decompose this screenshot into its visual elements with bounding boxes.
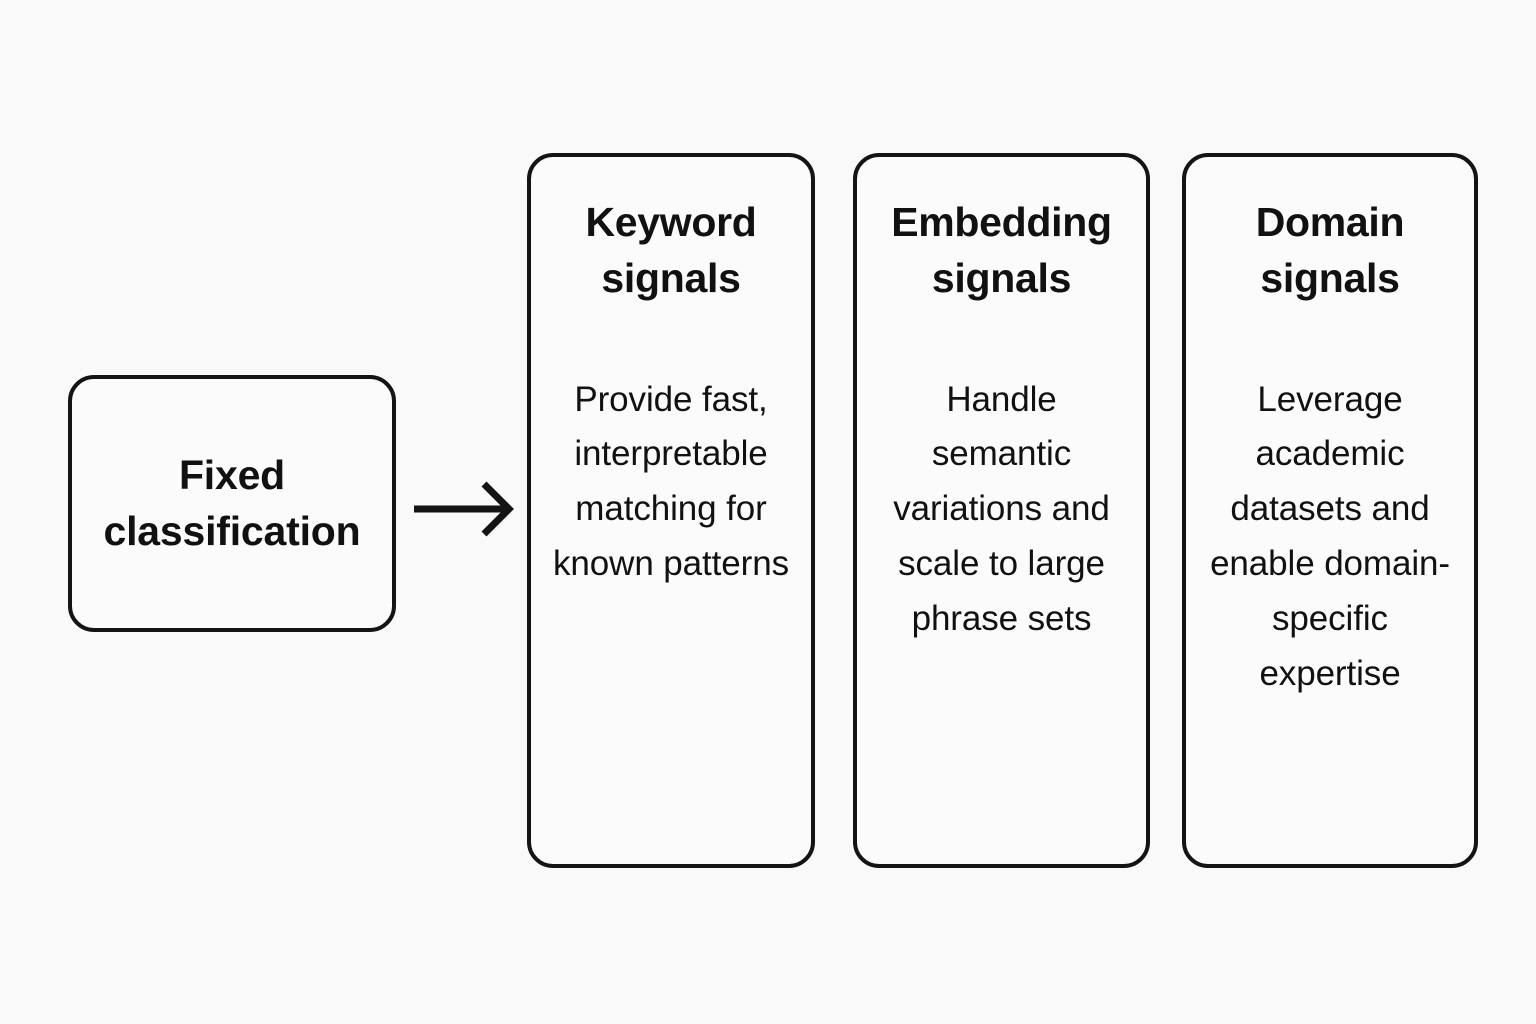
card-body-embedding-signals: Handle semantic variations and scale to …	[893, 379, 1110, 639]
card-domain-signals[interactable]: Domain signals Leverage academic dataset…	[1182, 153, 1478, 868]
card-title-embedding-signals: Embedding signals	[891, 199, 1112, 301]
card-body-keyword-signals: Provide fast, interpretable matching for…	[553, 379, 789, 584]
source-node-fixed-classification[interactable]: Fixed classification	[68, 375, 396, 632]
source-node-title: Fixed classification	[103, 452, 361, 554]
arrow-right-icon	[408, 478, 520, 540]
card-title-keyword-signals: Keyword signals	[585, 199, 757, 301]
card-body-domain-signals: Leverage academic datasets and enable do…	[1210, 379, 1450, 694]
card-embedding-signals[interactable]: Embedding signals Handle semantic variat…	[853, 153, 1150, 868]
card-title-domain-signals: Domain signals	[1255, 199, 1405, 301]
card-keyword-signals[interactable]: Keyword signals Provide fast, interpreta…	[527, 153, 815, 868]
arrow-right-glyph	[414, 481, 514, 537]
